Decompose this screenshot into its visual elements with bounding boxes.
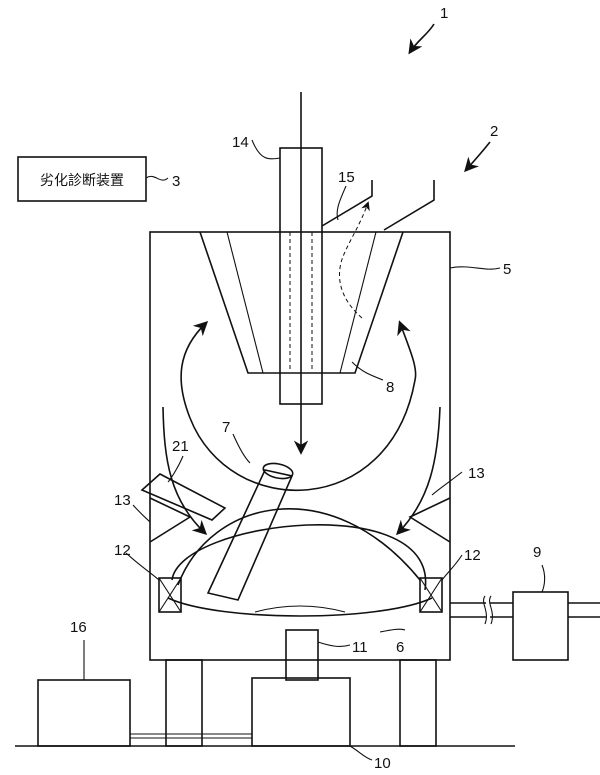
shaft-11 xyxy=(285,629,319,681)
leader-lines xyxy=(83,139,546,761)
motor-10 xyxy=(251,677,351,747)
label-7: 7 xyxy=(222,419,230,436)
deterioration-diagnosis-device: 劣化診断装置 xyxy=(17,156,147,202)
label-15: 15 xyxy=(338,169,355,186)
unit-9 xyxy=(512,591,569,661)
label-9: 9 xyxy=(533,544,541,561)
bearing-12-right xyxy=(419,577,443,613)
pipe xyxy=(450,595,600,625)
label-2: 2 xyxy=(490,123,498,140)
label-21: 21 xyxy=(172,438,189,455)
label-13-left: 13 xyxy=(114,492,131,509)
label-13-right: 13 xyxy=(468,465,485,482)
diagnosis-device-label: 劣化診断装置 xyxy=(40,173,124,189)
label-14: 14 xyxy=(232,134,249,151)
label-16: 16 xyxy=(70,619,87,636)
label-8: 8 xyxy=(386,379,394,396)
shaft-14 xyxy=(279,92,323,455)
label-3: 3 xyxy=(172,173,180,190)
sensor-7 xyxy=(140,462,294,601)
baffles-13 xyxy=(149,497,451,543)
unit-16 xyxy=(37,679,131,747)
housing-5 xyxy=(149,231,451,661)
arrow-1 xyxy=(408,23,435,55)
label-5: 5 xyxy=(503,261,511,278)
legs xyxy=(165,659,437,747)
arrow-2 xyxy=(464,141,491,173)
reference-numerals: 1 2 3 14 15 5 8 7 21 13 13 12 12 9 11 6 … xyxy=(70,5,541,772)
drum-6 xyxy=(167,508,433,617)
bearing-12-left xyxy=(158,577,182,613)
label-10: 10 xyxy=(374,755,391,772)
label-11: 11 xyxy=(352,639,368,656)
label-1: 1 xyxy=(440,5,448,22)
label-12-left: 12 xyxy=(114,542,131,559)
circulation-arrows xyxy=(162,320,441,536)
label-6: 6 xyxy=(396,639,404,656)
label-12-right: 12 xyxy=(464,547,481,564)
cable xyxy=(130,733,252,739)
exhaust-duct-15 xyxy=(321,180,435,319)
